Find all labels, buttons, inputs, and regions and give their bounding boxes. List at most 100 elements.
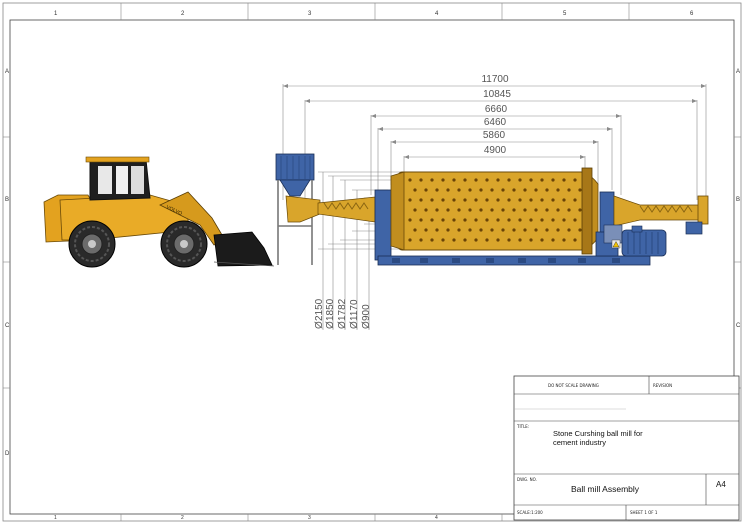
- liner-bolt: [518, 198, 522, 202]
- liner-bolt: [446, 208, 450, 212]
- row-labels-left: A B C D: [5, 69, 10, 457]
- mill-girth-gear: [581, 167, 593, 255]
- loader-cab-roof: [85, 156, 150, 163]
- liner-bolt: [430, 238, 434, 242]
- feed-hopper: [275, 153, 321, 265]
- liner-bolt: [578, 228, 582, 232]
- wheel-loader: VOLVO: [43, 156, 275, 268]
- liner-bolt: [540, 198, 544, 202]
- row-label-left: C: [5, 323, 10, 329]
- liner-bolt: [452, 178, 456, 182]
- liner-bolt: [551, 198, 555, 202]
- mill-inlet-head: [390, 171, 405, 251]
- liner-bolt: [545, 208, 549, 212]
- liner-bolt: [507, 218, 511, 222]
- sheet-count-label: SHEET 1 OF 1: [630, 510, 658, 515]
- feed-chute: [285, 195, 321, 223]
- hopper-box: [275, 153, 315, 181]
- sheet-size: A4: [716, 480, 726, 489]
- liner-bolt: [573, 198, 577, 202]
- column-labels-top: 1 2 3 4 5 6: [54, 11, 694, 17]
- liner-bolt: [512, 188, 516, 192]
- liner-bolt: [501, 208, 505, 212]
- dim-shell-length: 4900: [484, 145, 507, 156]
- col-label-top: 2: [181, 11, 185, 17]
- liner-bolt: [424, 188, 428, 192]
- title-label: TITLE:: [516, 424, 529, 429]
- col-label-top: 1: [54, 11, 58, 17]
- row-labels-right: A B C: [736, 69, 741, 329]
- row-label-left: A: [5, 69, 9, 75]
- liner-bolt: [446, 228, 450, 232]
- drawing-title-line2: cement industry: [553, 438, 606, 447]
- mill-motor: [621, 225, 667, 257]
- liner-bolt: [413, 208, 417, 212]
- loader-front-wheel: [160, 220, 208, 268]
- liner-bolt: [512, 228, 516, 232]
- col-label-top: 3: [308, 11, 312, 17]
- dim-length: 6660: [485, 104, 508, 115]
- liner-bolt: [468, 228, 472, 232]
- liner-bolt: [413, 188, 417, 192]
- liner-bolt: [496, 198, 500, 202]
- liner-bolt: [474, 218, 478, 222]
- liner-bolt: [545, 188, 549, 192]
- dim-diameter-symbol: Ø: [349, 321, 360, 329]
- dim-diameter: 1170: [349, 299, 360, 321]
- liner-bolt: [578, 188, 582, 192]
- liner-bolt: [408, 238, 412, 242]
- dim-diameter: 900: [361, 304, 372, 321]
- mill-inlet-bearing: [374, 189, 392, 261]
- warning-icon: [611, 239, 621, 249]
- liner-bolt: [490, 188, 494, 192]
- liner-bolt: [452, 198, 456, 202]
- dim-overall-length: 11700: [481, 74, 509, 85]
- liner-bolt: [556, 228, 560, 232]
- liner-bolt: [490, 228, 494, 232]
- liner-bolt: [567, 228, 571, 232]
- liner-bolt: [479, 208, 483, 212]
- liner-bolt: [435, 208, 439, 212]
- liner-bolt: [468, 208, 472, 212]
- liner-bolt: [551, 178, 555, 182]
- col-label-bottom: 2: [181, 515, 184, 521]
- liner-bolt: [496, 238, 500, 242]
- liner-bolt: [512, 208, 516, 212]
- dim-length: 5860: [483, 130, 506, 141]
- liner-bolt: [457, 188, 461, 192]
- liner-bolt: [474, 178, 478, 182]
- liner-bolt: [430, 178, 434, 182]
- liner-bolt: [562, 198, 566, 202]
- diameter-dimension-values: Ø 2150 Ø 1850 Ø 1782 Ø 1170 Ø 900: [314, 298, 372, 329]
- liner-bolt: [523, 188, 527, 192]
- liner-bolt: [567, 208, 571, 212]
- liner-bolt: [496, 178, 500, 182]
- dwg-no-label: DWG. NO.: [517, 477, 537, 482]
- liner-bolt: [501, 228, 505, 232]
- liner-bolt: [408, 198, 412, 202]
- liner-bolt: [485, 178, 489, 182]
- liner-bolt: [551, 218, 555, 222]
- liner-bolt: [540, 218, 544, 222]
- liner-bolt: [496, 218, 500, 222]
- liner-bolt: [534, 228, 538, 232]
- liner-bolt: [556, 188, 560, 192]
- liner-bolt: [562, 238, 566, 242]
- liner-bolt: [501, 188, 505, 192]
- liner-bolt: [485, 218, 489, 222]
- liner-bolt: [507, 198, 511, 202]
- liner-bolt: [463, 198, 467, 202]
- col-label-top: 6: [690, 11, 694, 17]
- col-label-bottom: 3: [308, 515, 311, 521]
- liner-bolt: [457, 228, 461, 232]
- col-label-bottom: 1: [54, 515, 57, 521]
- liner-bolt: [529, 218, 533, 222]
- revision-label: REVISION: [653, 383, 672, 388]
- liner-bolt: [534, 208, 538, 212]
- dim-diameter-symbol: Ø: [361, 321, 372, 329]
- liner-bolt: [507, 178, 511, 182]
- liner-bolt: [551, 238, 555, 242]
- liner-bolt: [430, 218, 434, 222]
- mill-discharge-flange: [697, 195, 709, 225]
